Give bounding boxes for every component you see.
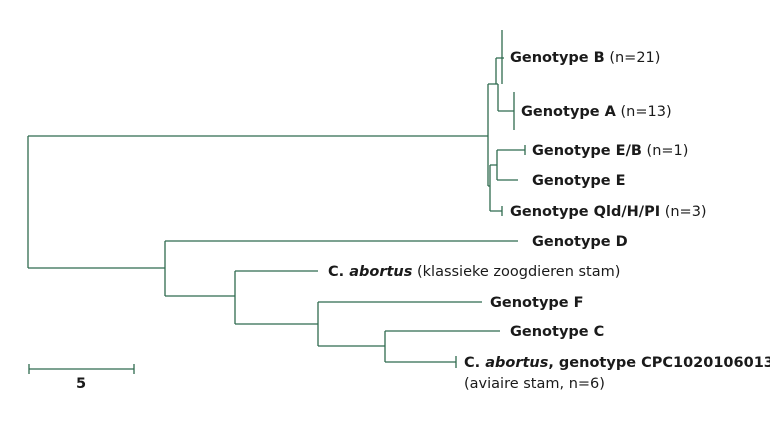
branch-upper-clade [487, 83, 496, 187]
label-c-abortus-avian: C. abortus, genotype CPC1020106013 [464, 355, 770, 371]
label-c-abortus-avian-line2: (aviaire stam, n=6) [464, 376, 605, 392]
label-genotype-eb: Genotype E/B (n=1) [532, 143, 688, 159]
branch-abortus-clade [234, 270, 318, 325]
label-genotype-e: Genotype E [532, 173, 626, 189]
branch-ab [495, 57, 502, 111]
branch-e-clade [489, 164, 498, 212]
branch-eb-e [496, 145, 526, 181]
leaf-a-branch [498, 92, 515, 130]
label-genotype-a: Genotype A (n=13) [521, 104, 672, 120]
scale-bar [28, 364, 135, 374]
leaf-b-branch [501, 30, 504, 84]
label-genotype-d: Genotype D [532, 234, 628, 250]
scale-bar-label: 5 [76, 376, 86, 392]
label-genotype-c: Genotype C [510, 324, 604, 340]
branch-root [27, 135, 488, 269]
branch-fc-clade [317, 301, 482, 347]
label-genotype-b: Genotype B (n=21) [510, 50, 660, 66]
branch-lower-clade [164, 240, 518, 297]
label-c-abortus-mammal: C. abortus (klassieke zoogdieren stam) [328, 264, 620, 280]
leaf-qld-branch [498, 206, 503, 216]
branch-c-avian [384, 330, 500, 368]
label-genotype-qld: Genotype Qld/H/PI (n=3) [510, 204, 707, 220]
label-genotype-f: Genotype F [490, 295, 584, 311]
